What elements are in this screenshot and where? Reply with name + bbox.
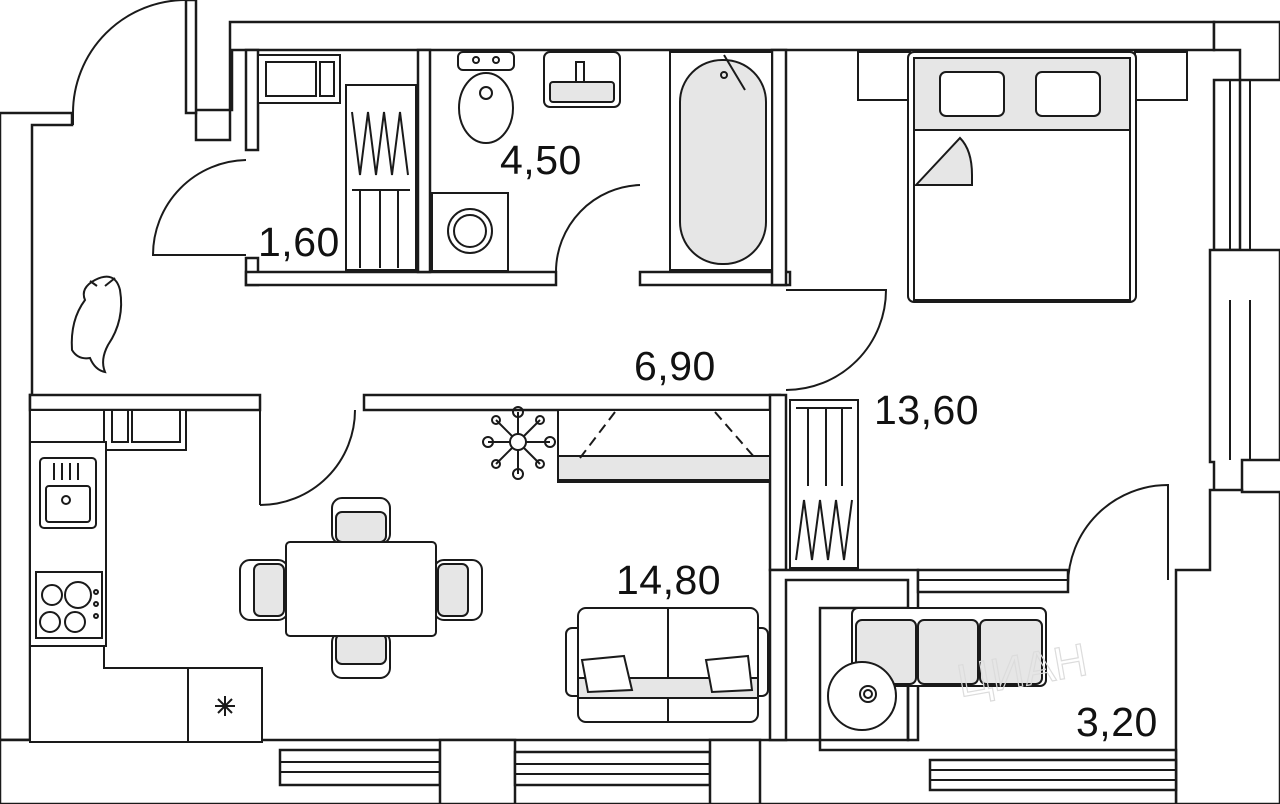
bathroom-furniture — [431, 51, 773, 272]
area-label-pantry: 1,60 — [258, 219, 340, 265]
area-label-bedroom: 13,60 — [874, 387, 979, 433]
doors — [72, 0, 1169, 586]
pantry-furniture — [257, 54, 417, 271]
kitchen-furniture — [29, 406, 771, 743]
plant-icon — [482, 406, 556, 480]
bedroom-furniture — [789, 51, 1188, 569]
area-label-loggia: 3,20 — [1076, 699, 1158, 745]
area-label-bathroom: 4,50 — [500, 137, 582, 183]
area-label-hallway: 6,90 — [634, 343, 716, 389]
hallway-decor — [70, 275, 123, 374]
area-label-kitchen-living: 14,80 — [616, 557, 721, 603]
interior-walls — [28, 48, 1070, 742]
loggia-furniture — [827, 607, 1047, 731]
windows — [278, 80, 1251, 804]
